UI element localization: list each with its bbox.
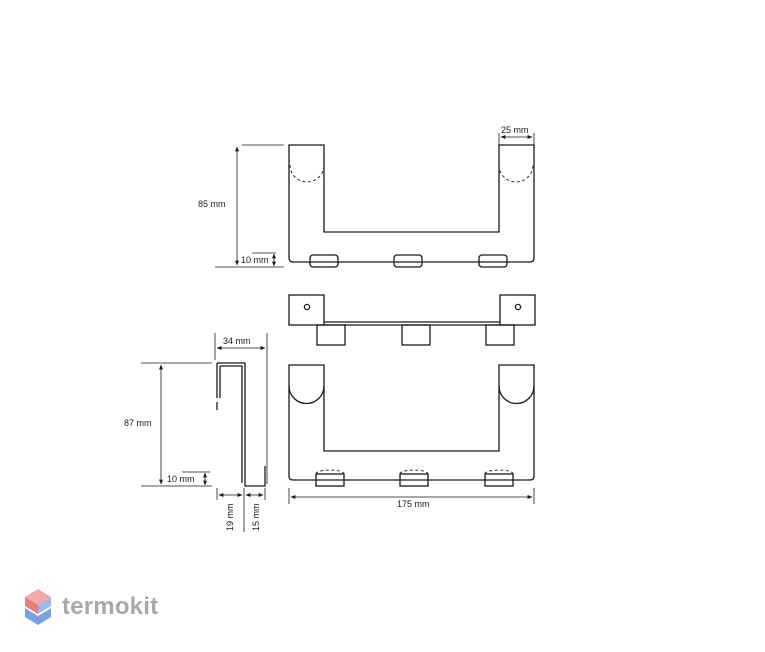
termokit-logo[interactable]: termokit — [24, 588, 158, 626]
logo-text: termokit — [62, 593, 159, 620]
dim-height-top-label: 85 mm — [198, 199, 226, 209]
dim-height-side-label: 87 mm — [124, 418, 152, 428]
dim-base-top: 10 mm — [241, 252, 276, 267]
dim-total-width: 175 mm — [288, 488, 535, 509]
dim-height-top: 85 mm — [198, 144, 284, 268]
dim-depth: 34 mm — [214, 333, 268, 484]
side-view — [216, 362, 266, 487]
dim-depth-label: 34 mm — [223, 336, 251, 346]
dim-base-side-label: 10 mm — [167, 474, 195, 484]
dim-total-width-label: 175 mm — [397, 499, 430, 509]
dim-end-width-label: 25 mm — [501, 125, 529, 135]
dim-base-side: 10 mm — [167, 471, 210, 486]
dim-height-side: 87 mm — [124, 362, 212, 487]
front-view — [288, 144, 535, 268]
dim-offset-front-label: 15 mm — [251, 503, 261, 531]
dim-end-width: 25 mm — [498, 125, 535, 145]
termokit-logo-icon — [25, 589, 51, 625]
dim-offsets: 19 mm 15 mm — [216, 488, 266, 532]
dim-offset-back-label: 19 mm — [225, 503, 235, 531]
dim-base-top-label: 10 mm — [241, 255, 269, 265]
bottom-view — [288, 364, 535, 487]
top-view — [288, 294, 536, 346]
